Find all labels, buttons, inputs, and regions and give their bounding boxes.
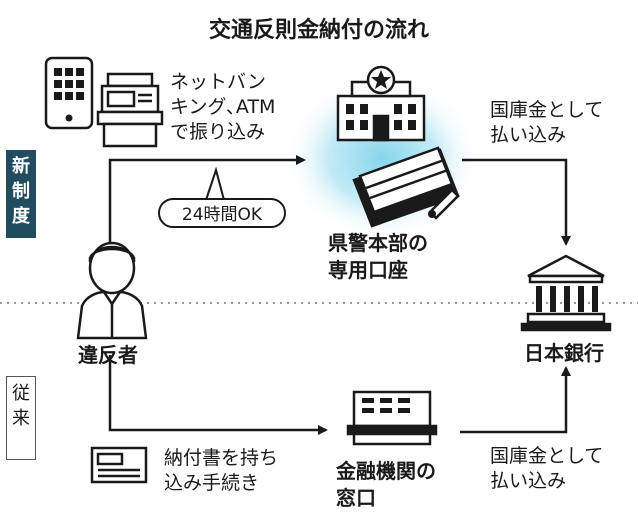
bankbook-icon xyxy=(352,146,460,228)
person-icon xyxy=(76,241,148,340)
diagram-title: 交通反則金納付の流れ xyxy=(208,18,429,43)
treasury-top-label: 国庫金として 払い込み xyxy=(490,99,604,146)
bank-icon xyxy=(520,254,612,332)
payment-slip-icon xyxy=(90,446,148,484)
payment-slip-label: 納付書を持ち 込み手続き xyxy=(164,447,279,494)
police-hq-icon xyxy=(336,65,426,142)
atm-icon xyxy=(96,72,164,148)
arrow-account-to-boj xyxy=(462,158,571,246)
hours-24-badge: 24時間OK xyxy=(158,198,286,228)
net-banking-label: ネットバン キング､ATM で振り込み xyxy=(170,71,276,143)
section-new-label: 新 制 度 xyxy=(6,150,36,238)
section-old-label: 従 来 xyxy=(6,376,36,460)
bank-counter-icon xyxy=(346,390,438,446)
treasury-bottom-label: 国庫金として 払い込み xyxy=(490,445,604,492)
violator-label: 違反者 xyxy=(78,343,138,367)
boj-label: 日本銀行 xyxy=(524,341,604,365)
arrows xyxy=(108,155,571,435)
smartphone-icon xyxy=(44,56,94,130)
pill-pointer xyxy=(205,166,225,201)
arrow-person-to-account xyxy=(108,155,306,242)
financial-institution-label: 金融機関の 窓口 xyxy=(336,459,436,510)
arrow-counter-to-boj xyxy=(460,366,571,434)
police-account-label: 県警本部の 専用口座 xyxy=(328,231,428,282)
arrow-person-to-counter xyxy=(108,355,328,435)
